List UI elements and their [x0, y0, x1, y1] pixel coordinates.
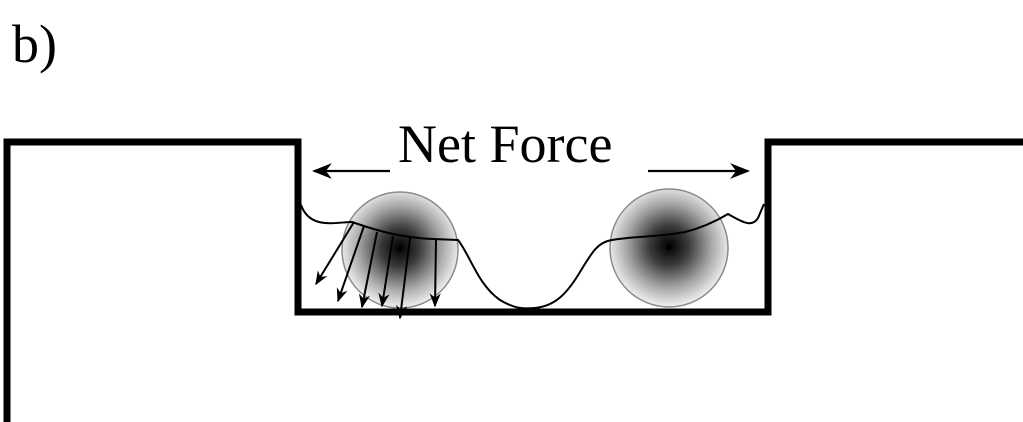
pressure-arrow: [336, 225, 365, 303]
liquid-meniscus: [300, 203, 765, 310]
panel-label: b): [12, 14, 57, 74]
pressure-arrow: [429, 238, 441, 308]
net-force-label: Net Force: [398, 114, 612, 174]
particle-left-center: [397, 246, 403, 252]
pressure-arrow: [396, 237, 411, 320]
pressure-arrow: [378, 235, 394, 308]
substrate-outline: [3, 138, 1023, 422]
particle-right-center: [666, 245, 672, 251]
pressure-arrow: [315, 221, 355, 286]
pressure-arrow: [358, 231, 378, 309]
pressure-arrows: [315, 221, 441, 320]
